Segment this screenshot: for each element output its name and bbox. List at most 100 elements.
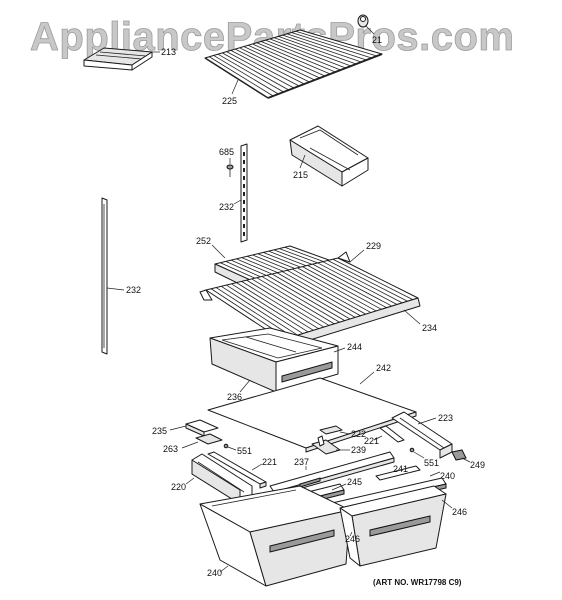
wire-rod	[251, 278, 330, 326]
rail-slot	[243, 224, 245, 228]
label-221-right: 221	[364, 436, 379, 446]
wire-rod	[332, 258, 413, 300]
part-221-rail-left[interactable]	[207, 451, 267, 489]
label-245: 245	[347, 477, 362, 487]
part-215-bin[interactable]	[289, 125, 369, 187]
part-237-front-rail[interactable]	[269, 451, 395, 497]
rail-slot	[243, 160, 245, 164]
wire-rod	[241, 281, 319, 330]
wire-rod	[231, 283, 309, 333]
wire-rod	[246, 279, 325, 328]
part-222-clip[interactable]	[319, 425, 343, 435]
label-222: 222	[351, 429, 366, 439]
wire-rod	[226, 284, 304, 334]
rail-slot	[243, 192, 245, 196]
label-242: 242	[376, 363, 391, 373]
part-221-rail-right[interactable]	[379, 425, 405, 443]
label-229: 229	[366, 241, 381, 251]
label-551-left: 551	[237, 446, 252, 456]
wire-rod	[276, 272, 356, 318]
rail-slot	[243, 216, 245, 220]
label-252: 252	[196, 236, 211, 246]
label-232-left: 232	[126, 285, 141, 295]
label-240-left: 240	[207, 568, 222, 578]
rail-slot	[243, 208, 245, 212]
label-225: 225	[222, 96, 237, 106]
wire-rod	[312, 263, 393, 307]
wire-rod	[322, 261, 403, 304]
label-685: 685	[219, 147, 234, 157]
wire-rod	[265, 39, 341, 71]
part-229-wire-shelf[interactable]	[199, 251, 421, 349]
part-240-crisper-drawer-left[interactable]	[199, 485, 351, 587]
art-number: (ART NO. WR17798 C9)	[373, 578, 462, 587]
wire-rod	[295, 30, 377, 57]
wire-rod	[271, 273, 351, 320]
label-223: 223	[438, 413, 453, 423]
part-263-bracket[interactable]	[195, 433, 223, 445]
wire-rod	[236, 282, 314, 331]
label-263: 263	[163, 444, 178, 454]
label-234: 234	[422, 323, 437, 333]
label-241: 241	[393, 464, 408, 474]
wire-rod	[281, 271, 361, 317]
label-220: 220	[171, 482, 186, 492]
part-246-crisper-drawer-right[interactable]	[339, 485, 447, 567]
part-232-rail-left[interactable]	[101, 197, 108, 355]
label-551-right: 551	[424, 458, 439, 468]
wire-rod	[230, 50, 300, 87]
rail-slot	[243, 184, 245, 188]
label-237: 237	[294, 457, 309, 467]
wire-rod	[213, 55, 279, 95]
part-213-shield[interactable]	[83, 47, 153, 71]
label-244: 244	[347, 342, 362, 352]
wire-rod	[217, 53, 284, 93]
label-221-left: 221	[262, 457, 277, 467]
wire-rod	[273, 37, 352, 67]
wire-rod	[291, 32, 372, 59]
label-213: 213	[161, 47, 176, 57]
label-240-right: 240	[440, 471, 455, 481]
wire-rod	[252, 43, 326, 77]
wire-rod	[256, 277, 335, 325]
label-236: 236	[227, 392, 242, 402]
wire-rod	[317, 262, 398, 305]
wire-rod	[235, 48, 305, 85]
rail-slot	[243, 176, 245, 180]
part-551-screw-right[interactable]	[409, 447, 415, 453]
wire-rod	[222, 52, 289, 91]
wire-rod	[278, 35, 357, 65]
wire-rod	[269, 38, 346, 69]
part-235-support[interactable]	[185, 419, 219, 437]
wire-rod	[261, 276, 340, 323]
wire-rod	[286, 33, 367, 61]
wire-rod	[221, 285, 298, 336]
part-21-cap[interactable]	[357, 14, 369, 28]
part-551-screw-left[interactable]	[223, 443, 229, 449]
rail-slot	[243, 232, 245, 236]
rail-slot	[243, 200, 245, 204]
wire-rod	[243, 46, 315, 81]
wire-rod	[239, 47, 310, 83]
rail-slot	[243, 152, 245, 156]
label-246-center: 246	[345, 534, 360, 544]
wire-rod	[256, 42, 331, 75]
part-223-frame-right[interactable]	[391, 411, 453, 459]
part-232-rail-center[interactable]	[240, 143, 248, 243]
label-246-right: 246	[452, 507, 467, 517]
part-685-screw[interactable]	[226, 164, 234, 177]
part-249-clip[interactable]	[451, 449, 467, 461]
part-242-glass-cover[interactable]	[207, 377, 417, 453]
wire-rod	[282, 34, 362, 63]
part-236-drawer[interactable]	[209, 327, 339, 393]
label-235: 235	[152, 426, 167, 436]
part-225-wire-shelf[interactable]	[204, 29, 383, 99]
wire-rod	[327, 260, 408, 302]
wire-rod	[292, 268, 372, 313]
part-241-divider[interactable]	[375, 465, 421, 481]
wire-rod	[266, 274, 345, 321]
wire-rod	[302, 266, 382, 310]
wire-rod	[307, 265, 387, 309]
wire-rod	[260, 41, 336, 73]
